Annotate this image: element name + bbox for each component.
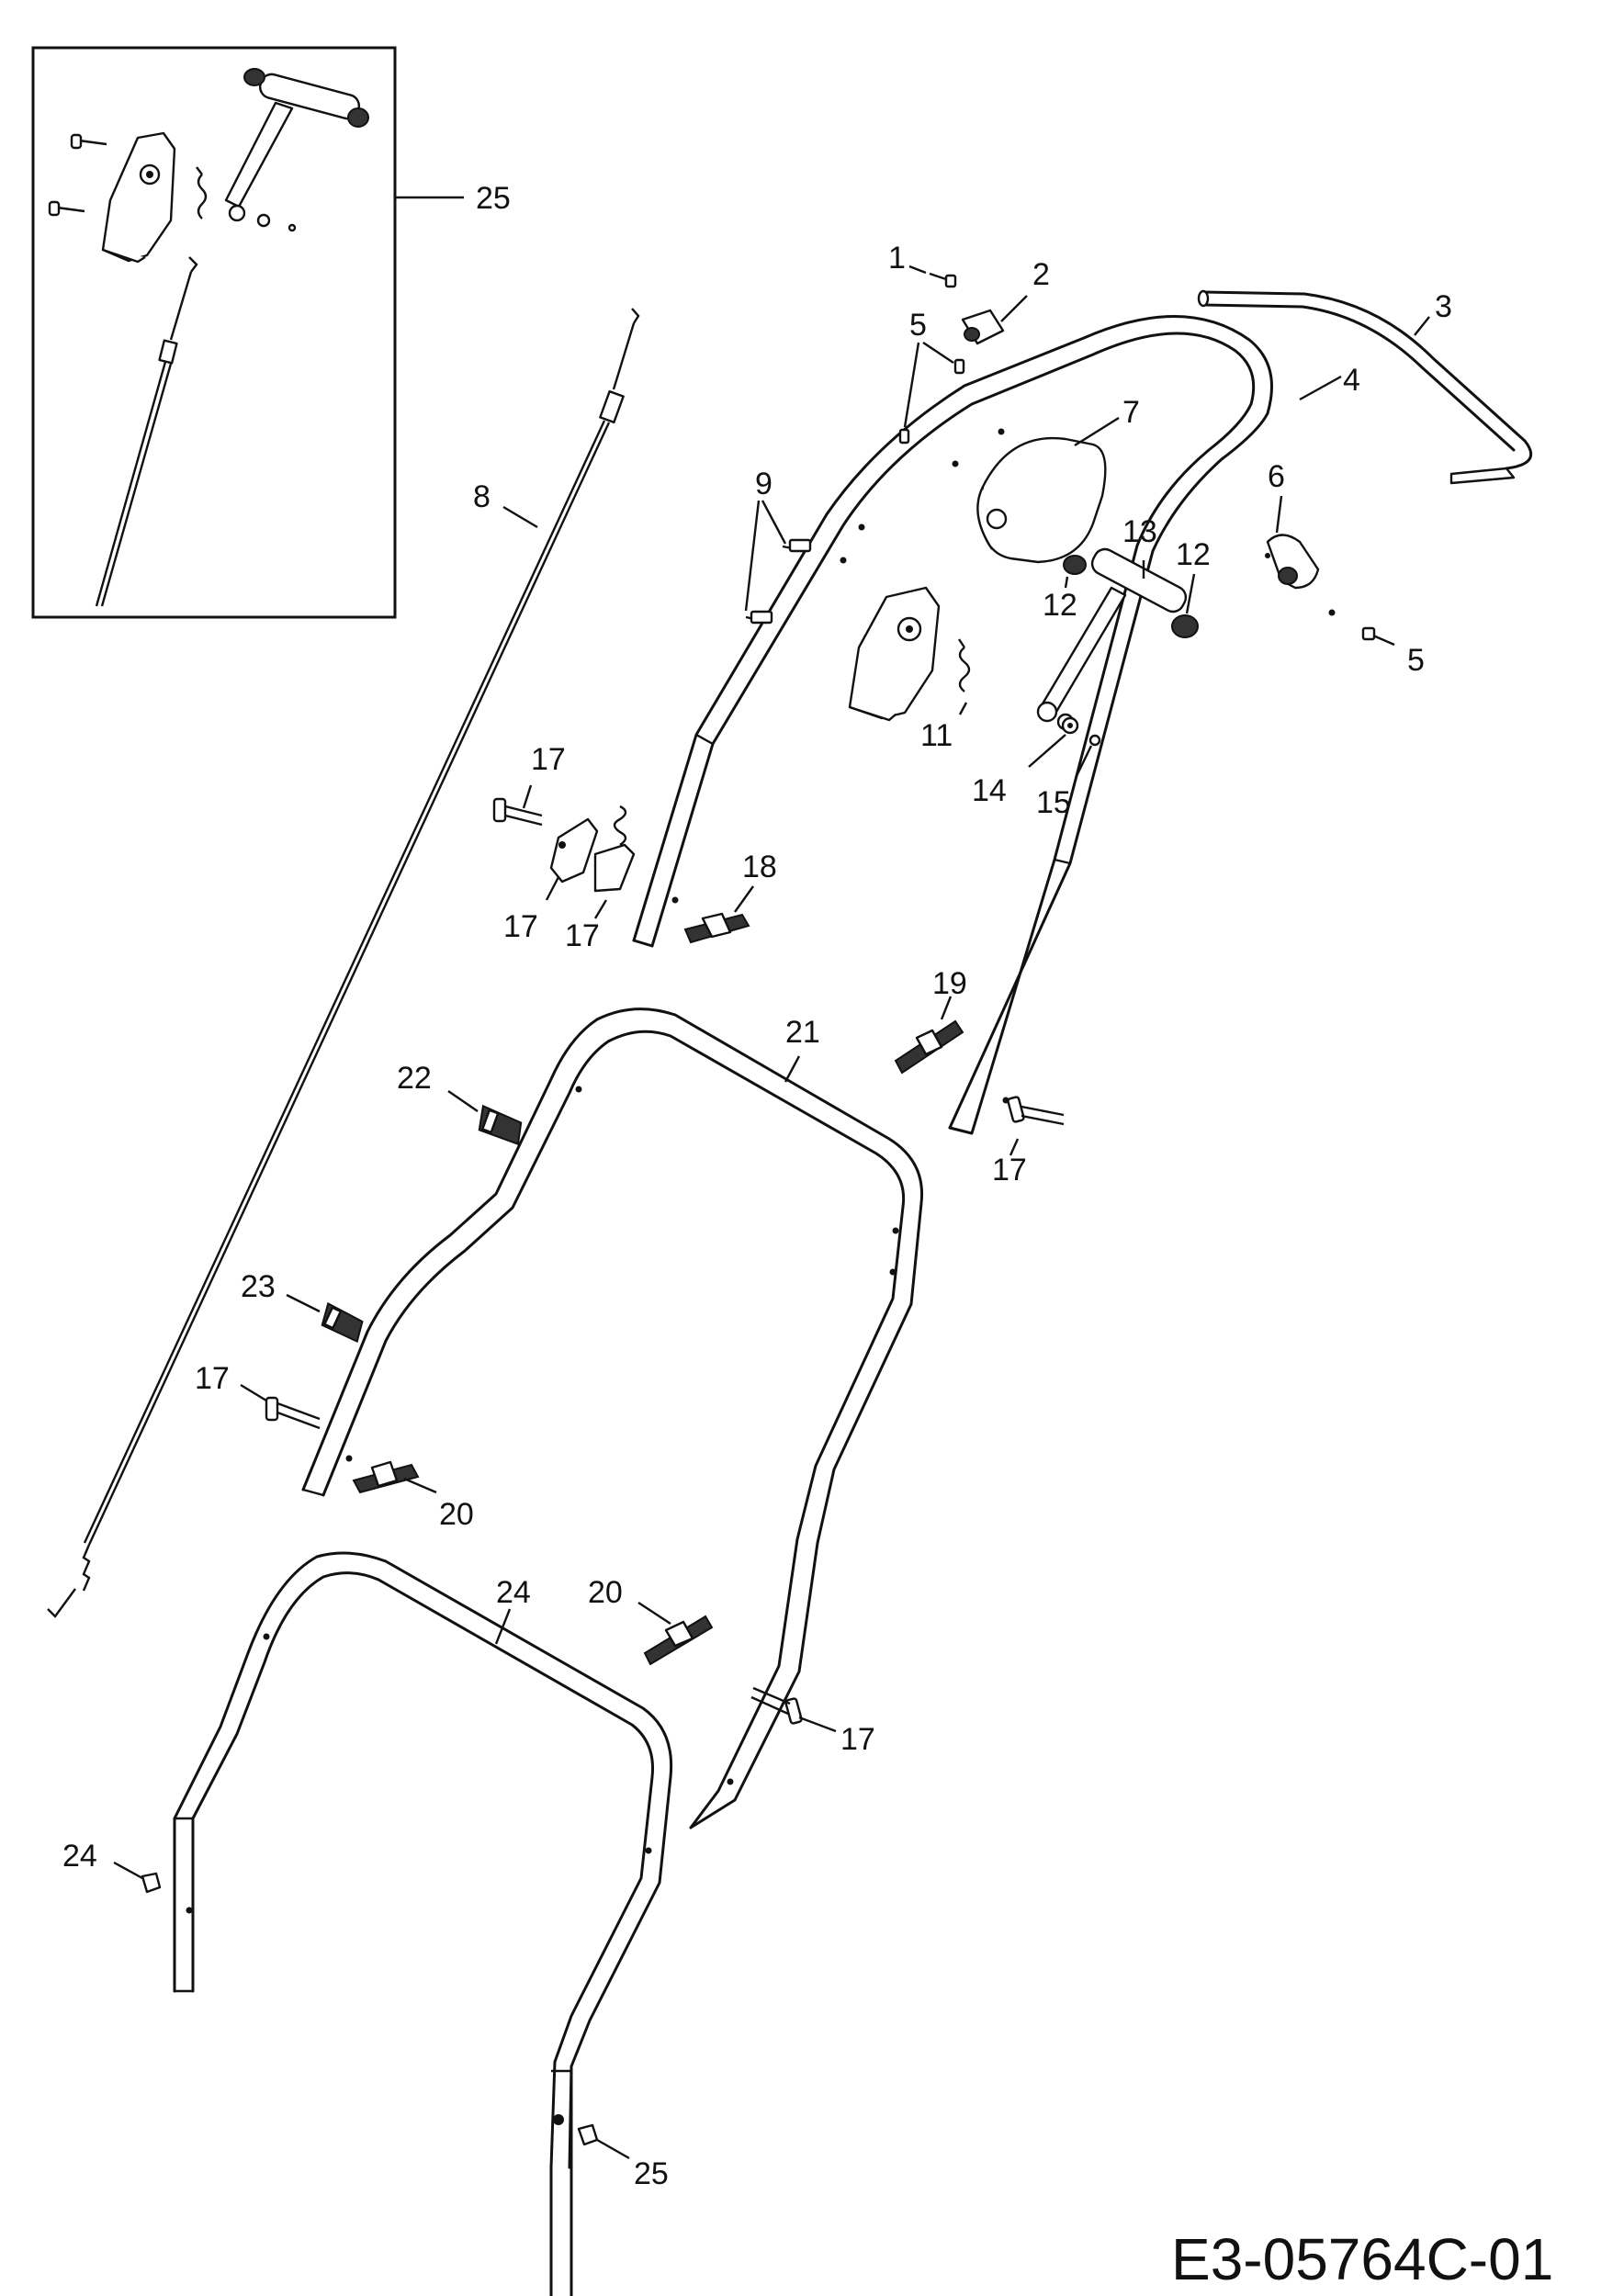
- callout-24a: 24: [62, 1839, 97, 1874]
- inset-lever: [224, 68, 369, 232]
- leader-11: [958, 702, 968, 715]
- callout-14: 14: [972, 773, 1007, 808]
- leader-17d: [798, 1716, 837, 1733]
- callout-20d: 20: [588, 1575, 623, 1610]
- leader-12-left: [1064, 576, 1069, 589]
- leader-17a: [522, 784, 533, 809]
- callout-17b: 17: [992, 1153, 1027, 1187]
- part-22-clip-a: [478, 1104, 523, 1146]
- part-17-bolt-b: [1007, 1096, 1065, 1126]
- callout-21: 21: [785, 1015, 820, 1050]
- callout-23: 24: [496, 1575, 531, 1610]
- leader-6: [1275, 495, 1283, 534]
- inset-control-bracket: [101, 131, 176, 264]
- leader-18: [545, 876, 560, 901]
- part-21-middle-handle: [301, 1007, 924, 1829]
- part-20-wing-nut-d: [643, 1615, 714, 1666]
- callout-5-right: 5: [1407, 643, 1425, 678]
- callout-18: 17: [503, 909, 538, 944]
- callout-9: 9: [755, 467, 773, 501]
- callout-12-right: 12: [1176, 537, 1211, 572]
- callout-4: 4: [1343, 363, 1360, 398]
- inset-bolt-lower: [48, 200, 85, 217]
- leader-8: [502, 505, 538, 529]
- callout-22a: 22: [397, 1061, 432, 1096]
- leader-17b: [1009, 1138, 1020, 1156]
- callout-22b: 23: [241, 1269, 276, 1304]
- leader-15: [1075, 745, 1093, 777]
- leader-22b: [286, 1293, 321, 1313]
- part-2-clip: [961, 309, 1005, 345]
- callout-24b: 25: [634, 2156, 669, 2191]
- part-12-grip-left: [1063, 555, 1087, 575]
- part-19-spring-bracket: [593, 805, 636, 919]
- callout-20b: 19: [932, 966, 967, 1001]
- part-24-nut-a: [113, 1861, 162, 1894]
- callout-2: 2: [1032, 257, 1050, 292]
- leader-20d: [637, 1601, 671, 1626]
- part-1-screw: [929, 272, 957, 288]
- callout-8: 8: [473, 479, 491, 514]
- callout-13: 13: [1122, 514, 1157, 549]
- callout-6: 6: [1268, 459, 1285, 494]
- callout-25: 25: [476, 181, 511, 216]
- leader-12-right: [1185, 573, 1196, 614]
- callout-7: 7: [1122, 395, 1140, 430]
- part-14-washer: [1061, 716, 1079, 735]
- drawing-code: E3-05764C-01: [1171, 2226, 1553, 2292]
- leader-7: [1074, 416, 1120, 447]
- leader-17c: [240, 1383, 267, 1402]
- part-20-wing-nut-b: [894, 1019, 964, 1075]
- inset-box-assembly-25: 25: [31, 46, 511, 619]
- leader-1: [908, 264, 927, 275]
- part-17-bolt-d: [750, 1686, 803, 1725]
- callout-17a: 17: [531, 742, 566, 777]
- part-15-screw: [1088, 734, 1101, 747]
- part-5-screw-right: [1361, 626, 1395, 647]
- part-20-wing-nut-c: [352, 1460, 420, 1494]
- part-7-control-housing: [976, 436, 1107, 564]
- part-6-cable-clamp: [1265, 534, 1320, 590]
- callout-12-left: 12: [1043, 588, 1077, 623]
- leader-20a: [734, 885, 754, 913]
- callout-17d: 17: [840, 1722, 875, 1757]
- callout-1: 1: [888, 241, 906, 276]
- leader-14: [1028, 734, 1066, 768]
- leader-20c: [403, 1477, 437, 1494]
- part-8-control-cable: [47, 308, 640, 1618]
- part-11-spring: [958, 638, 971, 692]
- callout-20a: 18: [742, 850, 777, 884]
- callout-19: 17: [565, 918, 600, 953]
- callout-17c: 17: [195, 1361, 230, 1396]
- leader-21: [784, 1055, 801, 1083]
- callout-20c: 20: [439, 1497, 474, 1532]
- part-18-cam-plate: [549, 817, 599, 884]
- leader-23: [494, 1608, 512, 1645]
- part-17-bolt-c: [265, 1396, 321, 1430]
- part-3-bail-bar: [1197, 289, 1533, 485]
- callout-3: 3: [1435, 289, 1452, 324]
- leader-2: [1000, 295, 1028, 322]
- callout-15: 15: [1036, 785, 1071, 820]
- part-24-nut-b: [577, 2123, 630, 2160]
- callout-11: 11: [920, 718, 953, 753]
- part-5-screw-upper: [898, 342, 965, 445]
- inset-cable: [95, 256, 198, 607]
- part-9-bolts: [744, 500, 812, 625]
- inset-bolt-upper: [70, 133, 107, 150]
- callout-5-upper: 5: [909, 308, 927, 343]
- part-12-grip-right: [1171, 614, 1199, 638]
- inset-spring: [196, 166, 208, 219]
- leader-4: [1299, 375, 1342, 401]
- part-17-bolt-a: [492, 797, 543, 827]
- part-22-clip-b: [321, 1301, 364, 1344]
- part-20-wing-nut-a: [683, 912, 750, 944]
- control-bracket: [848, 586, 941, 722]
- part-4-upper-handle: [632, 315, 1336, 1135]
- leader-20b: [940, 996, 953, 1020]
- leader-22a: [447, 1090, 479, 1112]
- leader-3: [1414, 316, 1430, 336]
- part-23-lower-handle: [173, 1551, 673, 2296]
